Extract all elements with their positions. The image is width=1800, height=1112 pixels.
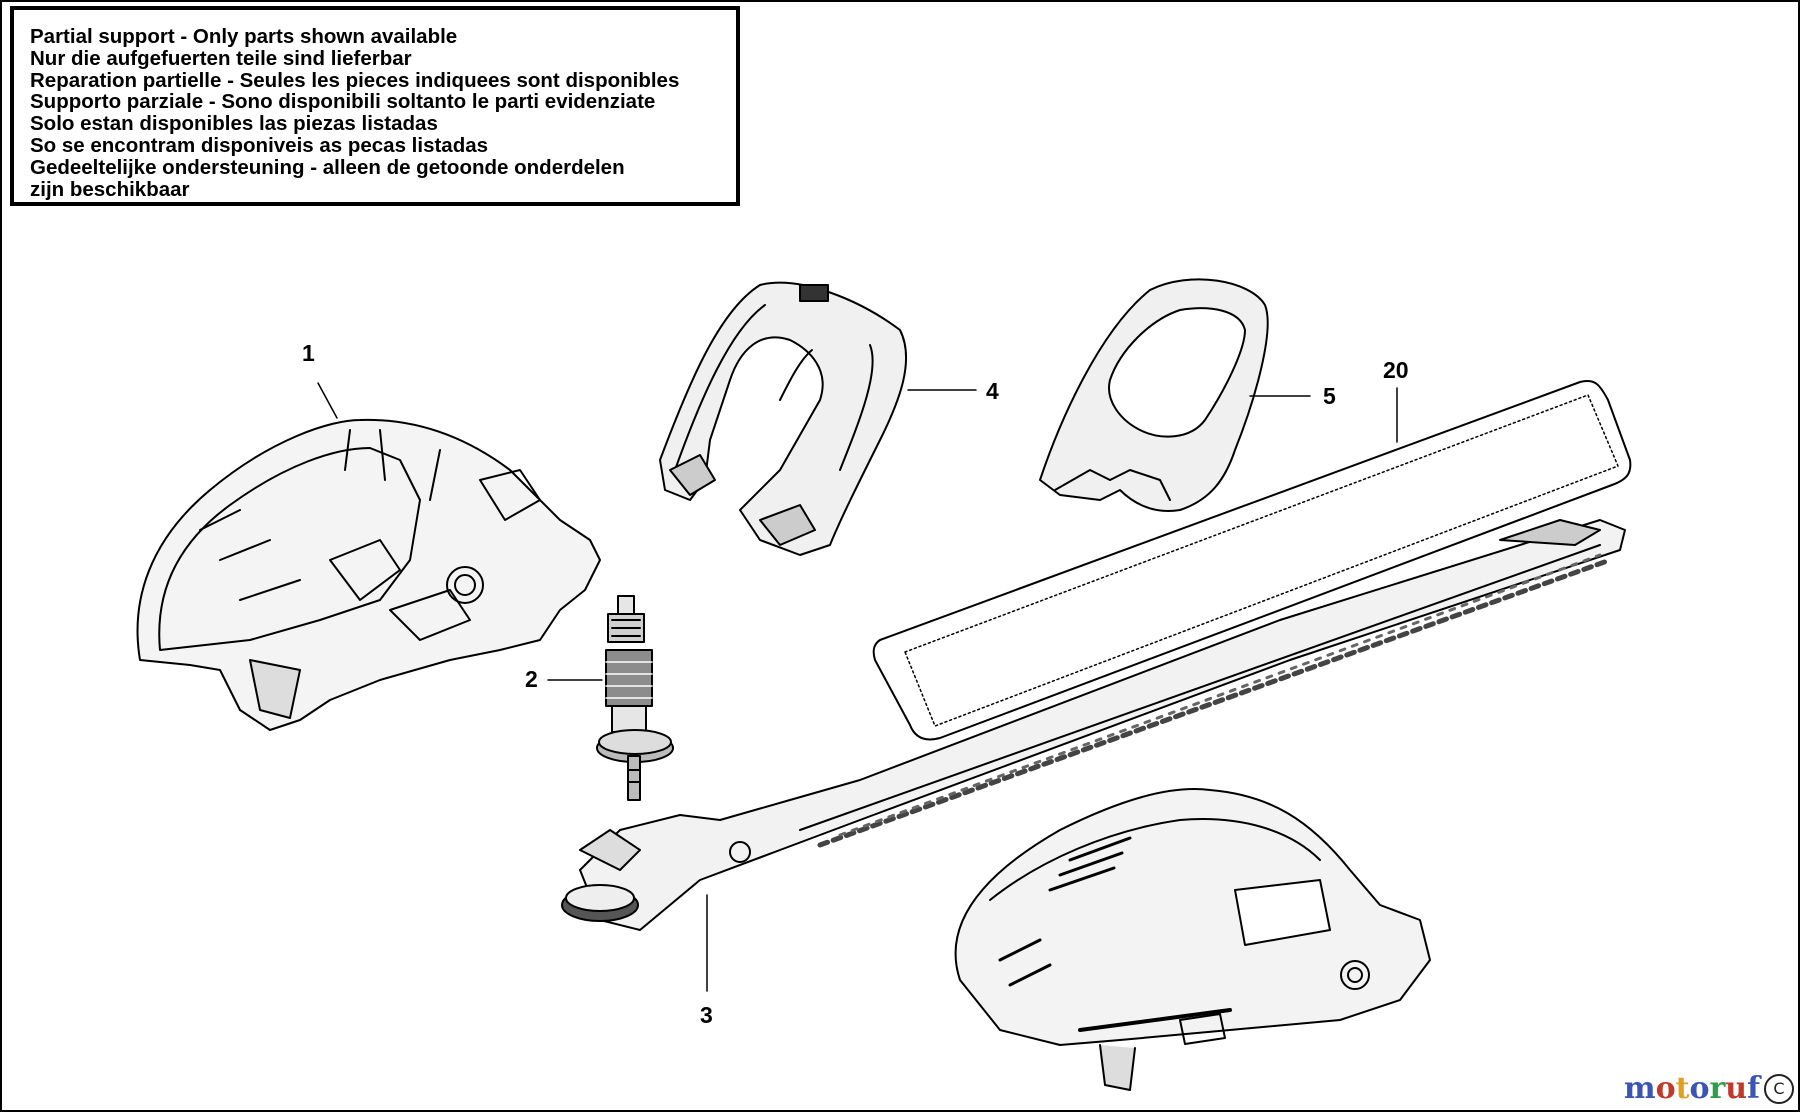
notice-line-fr: Reparation partielle - Seules les pieces… (30, 68, 680, 92)
callout-20: 20 (1383, 357, 1409, 383)
copyright-mark: C (1764, 1074, 1794, 1104)
leader-1 (317, 382, 338, 419)
brand-letter: t (1675, 1071, 1690, 1106)
callout-5: 5 (1323, 383, 1336, 409)
notice-line-pt: So se encontram disponiveis as pecas lis… (30, 133, 489, 157)
part-20-blade-sheath (872, 380, 1632, 741)
part-4-front-handle (659, 281, 908, 556)
part-1-housing-half (136, 418, 601, 731)
brand-letter: m (1623, 1071, 1656, 1106)
notice-line-es: Solo estan disponibles las piezas listad… (30, 112, 438, 136)
availability-notice-box: Partial support - Only parts shown avail… (10, 6, 740, 206)
callout-2: 2 (525, 666, 538, 692)
notice-line-it: Supporto parziale - Sono disponibili sol… (30, 90, 656, 114)
brand-letter: f (1747, 1071, 1760, 1106)
brand-letter: u (1725, 1071, 1748, 1106)
callout-3: 3 (700, 1002, 713, 1028)
part-5-guard (1039, 278, 1269, 512)
notice-line-de: Nur die aufgefuerten teile sind lieferba… (30, 46, 412, 70)
brand-watermark: motoruf (1624, 1071, 1760, 1106)
part-2-armature (596, 595, 674, 801)
leader-lines (317, 382, 1398, 992)
brand-letter: o (1689, 1071, 1710, 1106)
notice-line-nl-cont: zijn beschikbaar (30, 177, 190, 201)
housing-right-assembly (954, 788, 1431, 1091)
notice-line-en: Partial support - Only parts shown avail… (30, 25, 458, 48)
notice-line-nl: Gedeeltelijke ondersteuning - alleen de … (30, 155, 625, 179)
brand-letter: r (1709, 1071, 1726, 1106)
part-3-gearbox-blade (561, 519, 1626, 931)
callout-4: 4 (986, 378, 999, 404)
callout-1: 1 (302, 340, 315, 366)
brand-letter: o (1655, 1071, 1676, 1106)
